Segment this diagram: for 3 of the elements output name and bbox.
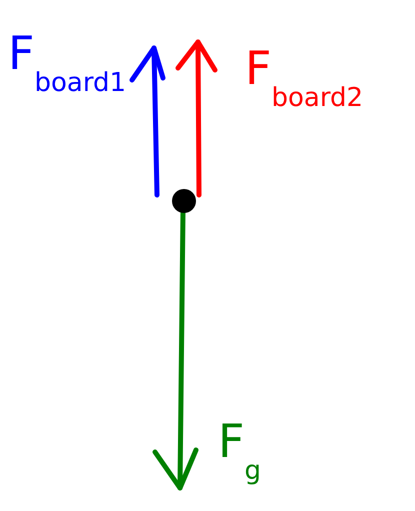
force-label: F$_{board1}$	[8, 30, 126, 96]
force-label: F$_{board2}$	[245, 45, 364, 111]
force-label: F$_{g}$	[218, 418, 261, 484]
